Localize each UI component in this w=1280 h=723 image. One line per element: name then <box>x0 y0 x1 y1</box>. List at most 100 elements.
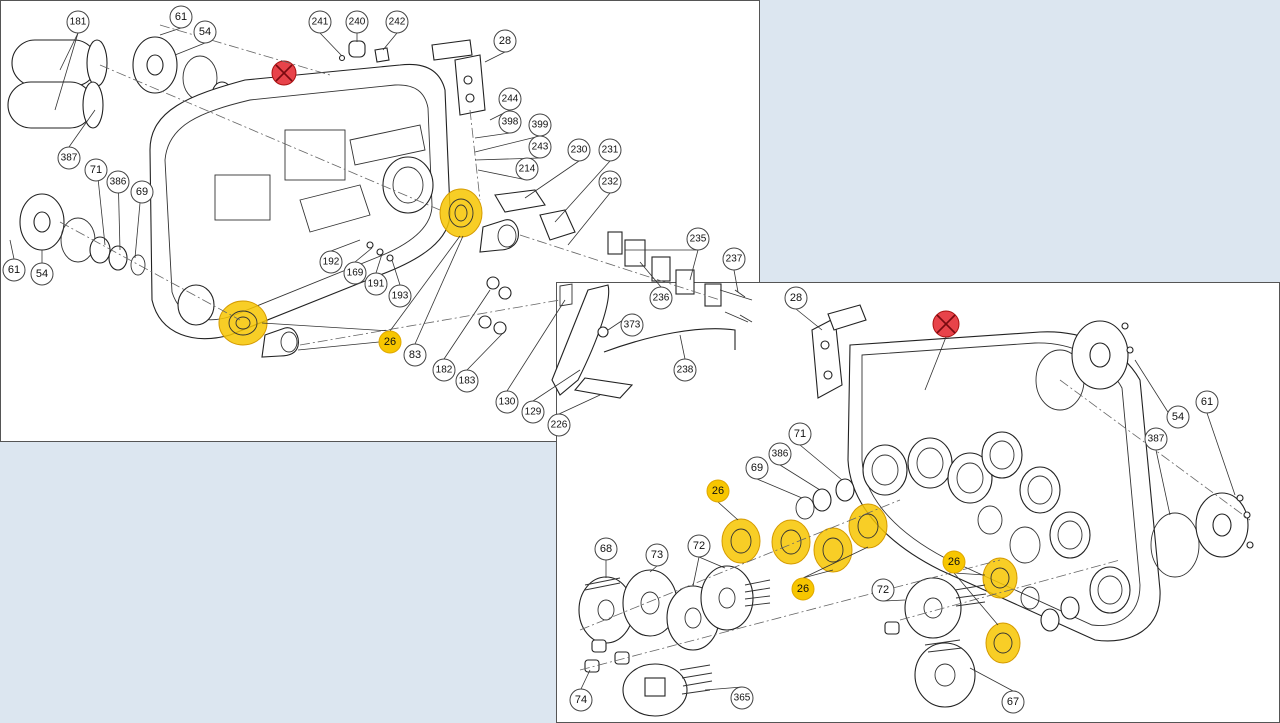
callout-label: 71 <box>794 428 806 440</box>
top-callout-130: 130 <box>495 390 519 414</box>
callout-label: 183 <box>459 376 476 387</box>
top-callout-386: 386 <box>106 170 130 194</box>
callout-label: 242 <box>389 17 406 28</box>
top-callout-232: 232 <box>598 170 622 194</box>
callout-label: 244 <box>502 94 519 105</box>
bottom-callout-73: 73 <box>645 543 669 567</box>
callout-label: 386 <box>110 177 127 188</box>
callout-label: 69 <box>136 186 148 198</box>
callout-label: 181 <box>70 17 87 28</box>
callout-label: 28 <box>499 35 511 47</box>
bottom-callout-67: 67 <box>1001 690 1025 714</box>
callout-label: 169 <box>347 268 364 279</box>
top-callout-54: 54 <box>30 262 54 286</box>
bottom-callout-71: 71 <box>788 422 812 446</box>
top-callout-242: 242 <box>385 10 409 34</box>
bearing-26-pair <box>982 557 1021 664</box>
callout-label: 232 <box>602 177 619 188</box>
red-marker-bottom <box>932 310 960 338</box>
bottom-callout-26: 26 <box>791 577 815 601</box>
top-housing-drawing <box>7 24 753 415</box>
bottom-callout-61: 61 <box>1195 390 1219 414</box>
callout-label: 230 <box>571 145 588 156</box>
top-callout-399: 399 <box>528 113 552 137</box>
callout-label: 238 <box>677 365 694 376</box>
bottom-callout-387: 387 <box>1144 427 1168 451</box>
callout-label: 61 <box>8 264 20 276</box>
bearing-26-top-b <box>218 300 268 346</box>
bottom-callout-72: 72 <box>871 578 895 602</box>
top-callout-241: 241 <box>308 10 332 34</box>
callout-label: 399 <box>532 120 549 131</box>
bracket-28 <box>454 54 486 116</box>
callout-label: 130 <box>499 397 516 408</box>
callout-label: 26 <box>712 485 724 497</box>
top-callout-230: 230 <box>567 138 591 162</box>
callout-label: 243 <box>532 142 549 153</box>
bottom-callout-74: 74 <box>569 688 593 712</box>
bottom-callout-26: 26 <box>706 479 730 503</box>
capacitor-cylinders <box>7 39 108 129</box>
bottom-callout-28: 28 <box>784 286 808 310</box>
top-callout-183: 183 <box>455 369 479 393</box>
callout-label: 54 <box>199 26 211 38</box>
bottom-callout-26: 26 <box>942 550 966 574</box>
callout-label: 241 <box>312 17 329 28</box>
top-callout-layer: 181 61 54 241 240 242 28 244 398 399 243 214 230 231 2… <box>2 5 746 437</box>
gear-72-right <box>904 577 987 639</box>
top-callout-69: 69 <box>130 180 154 204</box>
gear-stack <box>578 565 771 651</box>
callout-label: 398 <box>502 117 519 128</box>
top-callout-236: 236 <box>649 286 673 310</box>
callout-label: 240 <box>349 17 366 28</box>
callout-label: 72 <box>693 540 705 552</box>
callout-label: 54 <box>1172 411 1184 423</box>
pins-74 <box>584 621 900 673</box>
callout-label: 129 <box>525 407 542 418</box>
top-callout-26: 26 <box>378 330 402 354</box>
callout-label: 387 <box>1148 434 1165 445</box>
top-callout-182: 182 <box>432 358 456 382</box>
top-callout-231: 231 <box>598 138 622 162</box>
callout-label: 54 <box>36 268 48 280</box>
bearing-26-top-a <box>439 188 483 238</box>
callout-label: 26 <box>948 556 960 568</box>
top-callout-193: 193 <box>388 284 412 308</box>
top-callout-243: 243 <box>528 135 552 159</box>
top-callout-191: 191 <box>364 272 388 296</box>
callout-label: 236 <box>653 293 670 304</box>
callout-label: 68 <box>600 543 612 555</box>
top-callout-214: 214 <box>515 157 539 181</box>
callout-label: 191 <box>368 279 385 290</box>
bottom-housing-drawing <box>578 304 1254 717</box>
top-callout-238: 238 <box>673 358 697 382</box>
callout-label: 83 <box>409 349 421 361</box>
top-callout-71: 71 <box>84 158 108 182</box>
top-callout-61: 61 <box>2 258 26 282</box>
callout-label: 193 <box>392 291 409 302</box>
gear-67 <box>914 639 976 708</box>
bottom-callout-386: 386 <box>768 442 792 466</box>
top-callout-398: 398 <box>498 110 522 134</box>
callout-label: 182 <box>436 365 453 376</box>
callout-label: 386 <box>772 449 789 460</box>
top-callout-226: 226 <box>547 413 571 437</box>
top-callout-28: 28 <box>493 29 517 53</box>
top-callout-83: 83 <box>403 343 427 367</box>
callout-label: 26 <box>384 336 396 348</box>
top-callout-169: 169 <box>343 261 367 285</box>
callout-label: 231 <box>602 145 619 156</box>
callout-label: 61 <box>175 11 187 23</box>
bottom-callout-54: 54 <box>1166 405 1190 429</box>
callout-label: 69 <box>751 462 763 474</box>
callout-label: 365 <box>734 693 751 704</box>
top-callout-240: 240 <box>345 10 369 34</box>
bottom-callout-layer: 28 61 54 71 387 386 69 26 68 73 72 26 26 72 74 365 67 <box>569 286 1219 714</box>
callout-label: 74 <box>575 694 587 706</box>
callout-label: 28 <box>790 292 802 304</box>
bottom-callout-72: 72 <box>687 534 711 558</box>
callout-label: 61 <box>1201 396 1213 408</box>
housing-internals <box>177 124 434 326</box>
top-callout-387: 387 <box>57 146 81 170</box>
